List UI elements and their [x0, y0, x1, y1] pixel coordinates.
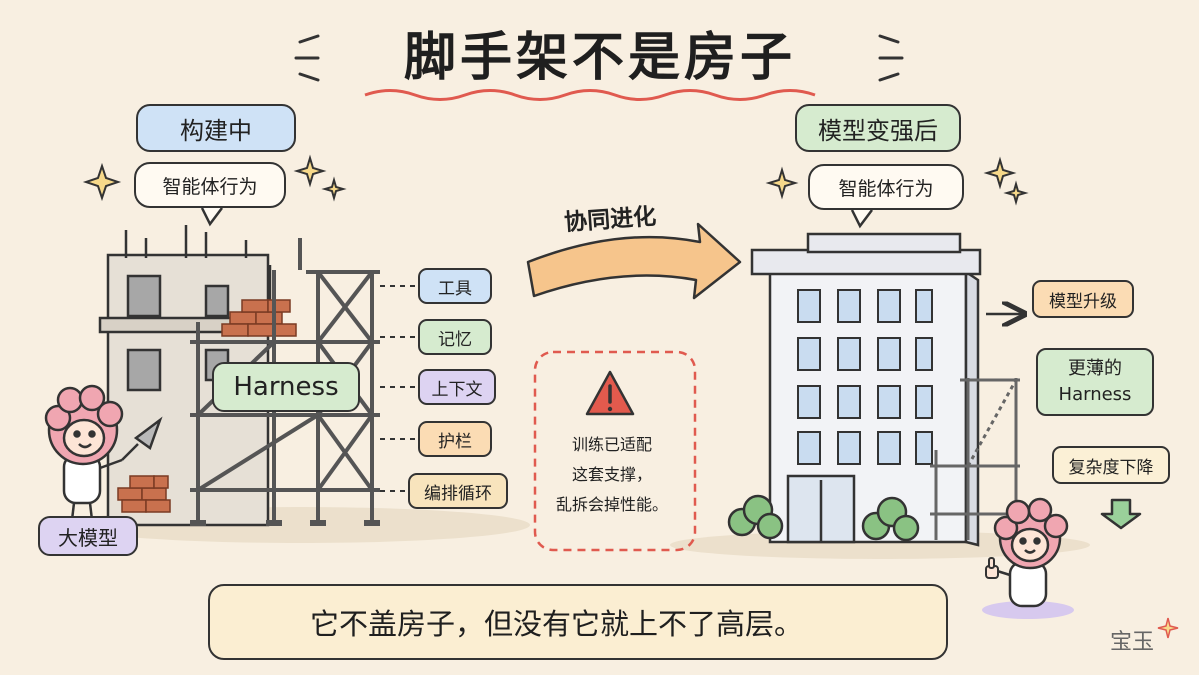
- signature-sparkle-icon: [1157, 617, 1179, 639]
- warning-line: 训练已适配: [571, 435, 652, 454]
- complexity-down-label: 复杂度下降: [1052, 446, 1170, 484]
- sparkle-icon: [321, 176, 347, 202]
- window: [915, 289, 933, 323]
- stronger-model-badge: 模型变强后: [795, 104, 961, 152]
- warning-box: [533, 350, 697, 552]
- coevolution-arrow: [526, 222, 742, 300]
- window: [837, 337, 861, 371]
- warning-line: 乱拆会掉性能。: [555, 495, 668, 514]
- window: [797, 337, 821, 371]
- model-character-left: [44, 384, 124, 521]
- thinner-harness-label: 更薄的 Harness: [1036, 348, 1154, 416]
- right-character-shadow: [982, 601, 1074, 619]
- window: [877, 337, 901, 371]
- window: [837, 431, 861, 465]
- brick-pile-ground: [117, 475, 171, 513]
- scaffolding-left: [190, 238, 380, 522]
- bush-left: [727, 494, 784, 540]
- building-stage-badge: 构建中: [136, 104, 296, 152]
- title-sparkle-left: [294, 34, 320, 82]
- author-signature: 宝玉: [1109, 630, 1154, 655]
- page-title: 脚手架不是房子: [403, 27, 796, 88]
- trowel-icon: [121, 416, 163, 461]
- agent-behavior-bubble-left: 智能体行为: [134, 162, 286, 208]
- sparkle-icon: [765, 166, 799, 200]
- model-upgrade-label: 模型升级: [1032, 280, 1134, 318]
- down-arrow-icon: [1100, 498, 1142, 530]
- tag-memory: 记忆: [418, 319, 492, 355]
- window: [877, 385, 901, 419]
- tag-tools: 工具: [418, 268, 492, 304]
- model-label: 大模型: [38, 516, 138, 556]
- window: [915, 431, 933, 465]
- warning-line: 这套支撑，: [571, 465, 652, 484]
- harness-label: Harness: [212, 362, 360, 412]
- window: [915, 337, 933, 371]
- window: [837, 289, 861, 323]
- tag-context: 上下文: [418, 369, 496, 405]
- window: [877, 431, 901, 465]
- thinner-harness-line: 更薄的: [1068, 358, 1122, 379]
- scaffolding-feet: [190, 520, 380, 526]
- window: [797, 289, 821, 323]
- sparkle-icon: [293, 154, 327, 188]
- thinner-harness-line: Harness: [1058, 384, 1132, 405]
- sparkle-icon: [1003, 180, 1029, 206]
- title-sparkle-right: [878, 34, 904, 82]
- window: [797, 431, 821, 465]
- tall-building: [750, 232, 982, 547]
- window: [797, 385, 821, 419]
- warning-icon: [585, 370, 635, 416]
- tool-connectors: [380, 285, 418, 492]
- sparkle-icon: [82, 162, 122, 202]
- bubble-tail-right: [850, 209, 873, 229]
- agent-behavior-bubble-right: 智能体行为: [808, 164, 964, 210]
- tag-orchestration-loop: 编排循环: [408, 473, 508, 509]
- slogan-text: 它不盖房子，但没有它就上不了高层。: [310, 607, 804, 641]
- title-underline: [364, 89, 816, 101]
- slogan-banner: 它不盖房子，但没有它就上不了高层。: [208, 584, 948, 660]
- sparkle-icon: [983, 156, 1017, 190]
- model-character-right: [993, 497, 1069, 608]
- warning-text: 训练已适配 这套支撑， 乱拆会掉性能。: [537, 430, 687, 520]
- tag-guardrails: 护栏: [418, 421, 492, 457]
- window: [915, 385, 933, 419]
- brick-pile-top: [221, 299, 297, 337]
- window: [837, 385, 861, 419]
- bush-right: [861, 496, 920, 542]
- window: [877, 289, 901, 323]
- bubble-tail-left: [200, 207, 223, 227]
- building-windows: [797, 289, 933, 465]
- thumbs-up-icon: [985, 557, 999, 579]
